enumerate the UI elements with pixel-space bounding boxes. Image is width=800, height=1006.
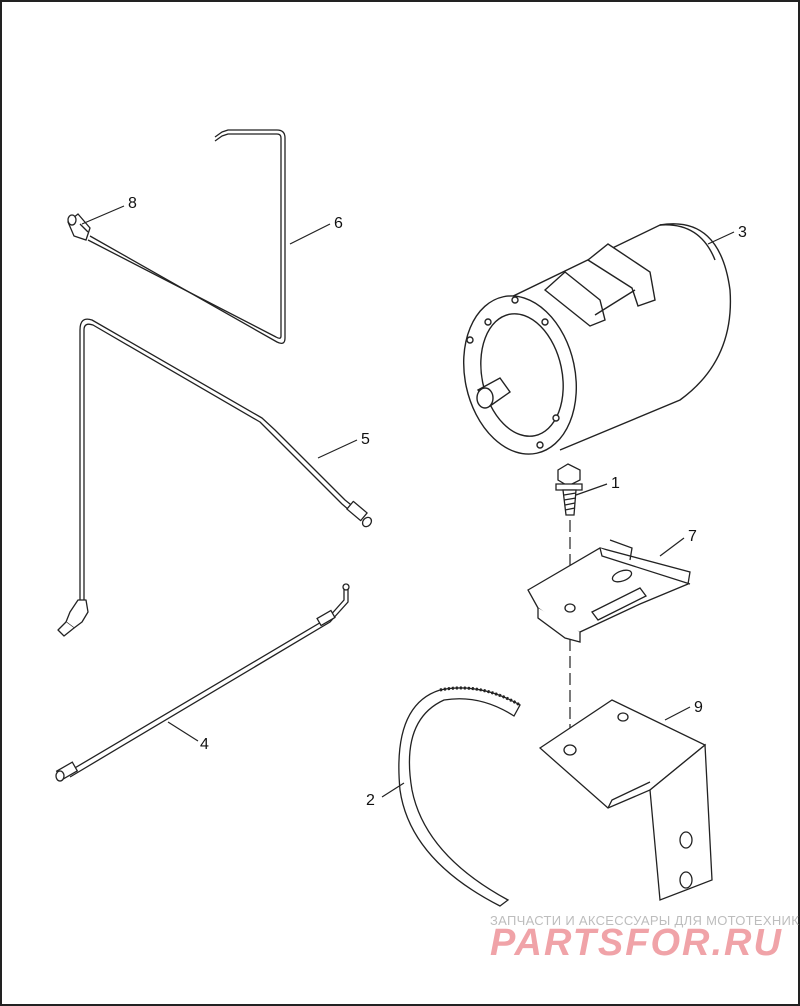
callout-4: 4	[200, 736, 209, 753]
callout-8: 8	[128, 195, 137, 212]
mount-bracket-9	[538, 699, 713, 901]
elbow-fitting-8	[67, 213, 91, 241]
hose-line-5	[57, 318, 373, 637]
callout-2: 2	[366, 792, 375, 809]
callout-9: 9	[694, 699, 703, 716]
hose-line-6	[87, 129, 286, 344]
motor-3	[462, 223, 732, 455]
watermark-brand: PARTSFOR.RU	[490, 922, 783, 964]
callout-7: 7	[688, 528, 697, 545]
hose-line-4	[55, 583, 350, 782]
callout-leaders	[81, 205, 735, 798]
callout-5: 5	[361, 431, 370, 448]
bracket-7	[527, 539, 691, 643]
callout-3: 3	[738, 224, 747, 241]
strap-2	[398, 686, 521, 907]
callout-1: 1	[611, 475, 620, 492]
watermark-subtitle: ЗАПЧАСТИ И АКСЕССУАРЫ ДЛЯ МОТОТЕХНИКИ	[490, 913, 800, 928]
callout-6: 6	[334, 215, 343, 232]
bolt-1	[555, 463, 583, 516]
